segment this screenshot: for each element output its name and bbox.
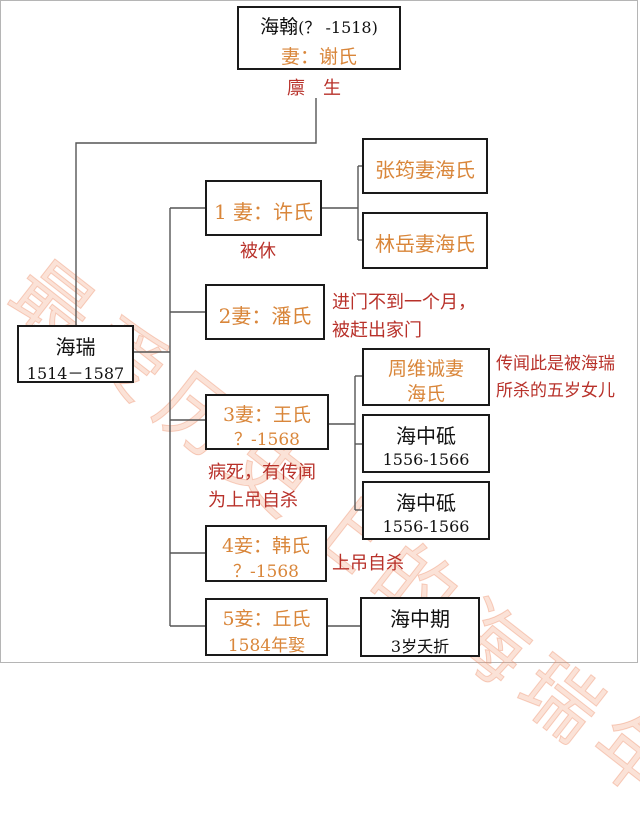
- wife-1-label: 1 妻：许氏: [213, 200, 314, 224]
- wife-box-4: 4妾：韩氏 ？-1568: [205, 525, 327, 582]
- father-years: (？ -1518): [298, 18, 378, 37]
- father-to-hairui-line: [75, 98, 317, 327]
- child-zhou-box: 周维诚妻 海氏: [362, 348, 490, 406]
- father-status: 廪 生: [287, 78, 341, 99]
- hairui-box: 海瑞 1514－1587: [17, 325, 134, 383]
- hairui-name: 海瑞: [55, 335, 96, 359]
- wife-2-note-line-1: 进门不到一个月，: [332, 292, 476, 313]
- hairui-years: 1514－1587: [26, 364, 125, 383]
- father-box: 海翰(？ -1518) 妻：谢氏: [237, 6, 401, 70]
- child-zhang-box: 张筠妻海氏: [362, 138, 488, 194]
- wife-box-3: 3妻：王氏 ？-1568: [205, 394, 329, 450]
- wife-3-note-line-1: 病死，有传闻: [208, 462, 316, 483]
- child-son1-years: 1556-1566: [382, 450, 470, 469]
- wife-3-years: ？-1568: [233, 430, 300, 450]
- wife-2-label: 2妻：潘氏: [218, 304, 312, 328]
- child-son1-name: 海中砥: [396, 424, 456, 448]
- child-lin-label: 林岳妻海氏: [375, 232, 475, 256]
- wife-4-label: 4妾：韩氏: [221, 535, 311, 557]
- child-son1-box: 海中砥 1556-1566: [362, 414, 490, 473]
- wife-box-5: 5妾：丘氏 1584年娶: [205, 598, 328, 656]
- wife-box-2: 2妻：潘氏: [205, 284, 325, 340]
- wife-3-note-line-2: 为上吊自杀: [208, 490, 298, 511]
- child-son3-box: 海中期 3岁夭折: [360, 597, 480, 657]
- wife-2-note-line-2: 被赶出家门: [332, 320, 422, 341]
- child-son2-name: 海中砥: [396, 491, 456, 515]
- wife-4-years: ？-1568: [232, 562, 299, 582]
- father-wife: 妻：谢氏: [280, 46, 357, 68]
- wife-3-label: 3妻：王氏: [222, 404, 312, 426]
- wife-1-note: 被休: [240, 241, 276, 262]
- wife-5-label: 5妾：丘氏: [222, 608, 311, 630]
- image-frame: [0, 0, 638, 663]
- child-zhou-line-1: 周维诚妻: [387, 358, 464, 380]
- wife-4-note: 上吊自杀: [332, 553, 404, 574]
- child-zhou-line-2: 海氏: [406, 383, 445, 405]
- child-son3-years: 3岁夭折: [390, 637, 450, 656]
- child-zhou-note-line-2: 所杀的五岁女儿: [496, 381, 615, 401]
- father-name: 海翰: [260, 16, 299, 38]
- connector-lines: [75, 98, 362, 627]
- child-zhou-note-line-1: 传闻此是被海瑞: [496, 354, 615, 374]
- wife-box-1: 1 妻：许氏: [205, 180, 322, 236]
- child-son2-box: 海中砥 1556-1566: [362, 481, 490, 540]
- wife-5-years: 1584年娶: [227, 636, 306, 656]
- child-son2-years: 1556-1566: [382, 517, 470, 536]
- child-son3-name: 海中期: [390, 607, 450, 631]
- child-lin-box: 林岳妻海氏: [362, 212, 488, 269]
- child-zhang-label: 张筠妻海氏: [375, 158, 475, 182]
